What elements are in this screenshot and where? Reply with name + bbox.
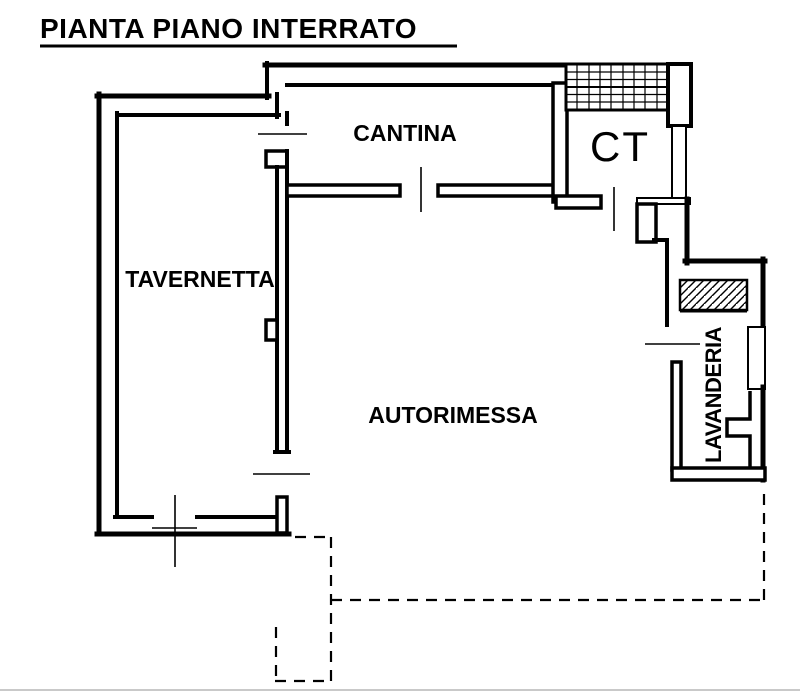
- ct-bottom-right-pier: [635, 202, 658, 244]
- ct-sill-band: [636, 197, 691, 205]
- window-symbol-ct: [671, 125, 687, 200]
- page-title: PIANTA PIANO INTERRATO: [40, 13, 417, 44]
- room-label-lavanderia: LAVANDERIA: [701, 326, 726, 463]
- cantina-bottom-left-seg: [285, 183, 402, 198]
- dashed-boundary: [274, 489, 766, 683]
- divider-head-pier: [264, 149, 289, 169]
- wall-outline: [94, 61, 572, 537]
- room-label-ct: CT: [590, 123, 650, 170]
- hatched-area: [678, 278, 749, 312]
- window-symbol-bottom: [152, 495, 197, 567]
- cantina-bottom-right-seg: [436, 183, 557, 198]
- step-wall-to-lavanderia: [652, 238, 669, 327]
- room-label-cantina: CANTINA: [353, 120, 457, 146]
- wall-bottom-end-pier: [275, 495, 289, 535]
- ct-right-pier: [666, 62, 693, 128]
- window-symbol-lavanderia: [747, 326, 766, 390]
- ct-bottom-left-seg: [554, 194, 603, 210]
- room-label-autorimessa: AUTORIMESSA: [368, 402, 538, 428]
- divider-pilaster: [264, 318, 279, 342]
- wall-cantina-bottom: [285, 167, 557, 212]
- room-label-tavernetta: TAVERNETTA: [125, 266, 275, 292]
- wall-lavanderia: [645, 256, 768, 483]
- wall-tavernetta-divider: [253, 133, 310, 475]
- grate-hatch-area: [564, 62, 670, 112]
- lavanderia-left-wall: [670, 360, 683, 472]
- lavanderia-bottom-wall: [670, 466, 767, 482]
- lavanderia-inner-right-wall: [725, 391, 752, 468]
- wall-ct-room: [554, 62, 693, 327]
- grate-grid-lines: [566, 64, 668, 110]
